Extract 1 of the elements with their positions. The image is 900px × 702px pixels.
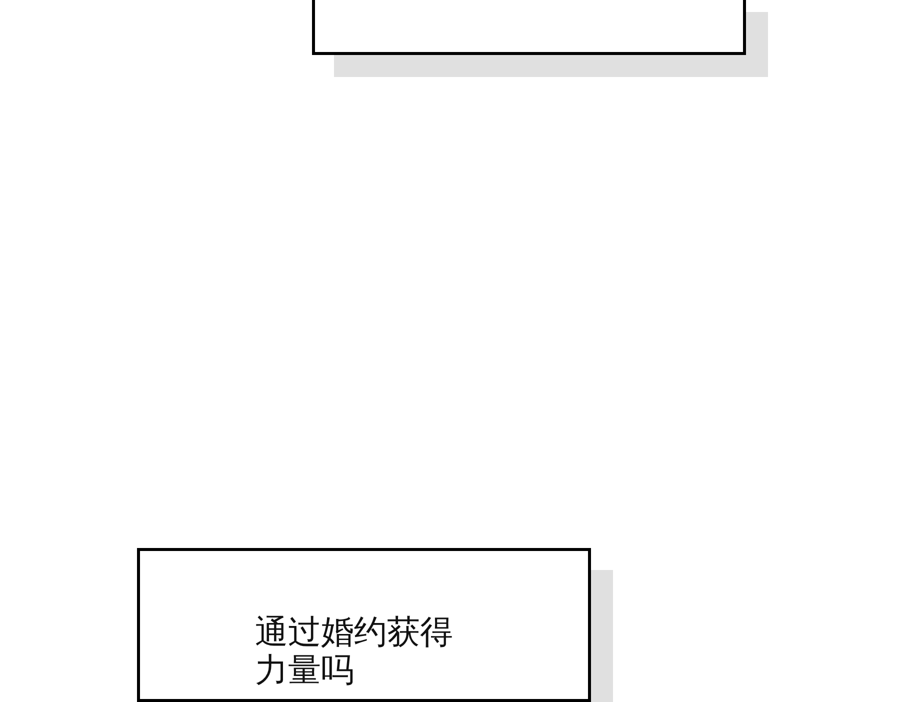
dialogue-text: 通过婚约获得力量吗 bbox=[255, 613, 454, 689]
